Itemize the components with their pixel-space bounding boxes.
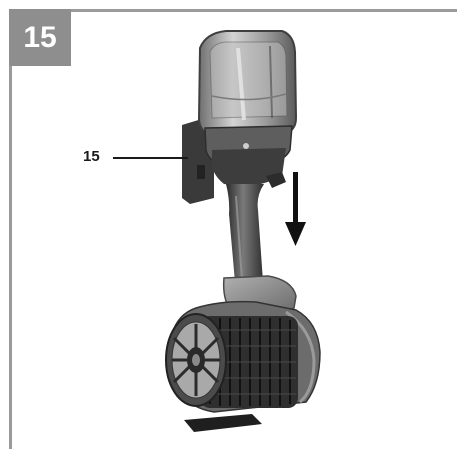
handle-tube — [226, 184, 264, 282]
callout-leader-line — [113, 157, 188, 159]
roller-end-cap — [165, 313, 227, 407]
base-squeegee — [184, 414, 262, 432]
step-number: 15 — [23, 20, 57, 54]
frame-top-border — [9, 9, 457, 12]
step-number-box: 15 — [9, 9, 71, 66]
down-arrow-icon — [285, 172, 306, 246]
frame-left-border — [9, 9, 12, 449]
callout-label: 15 — [83, 148, 100, 165]
water-tank — [197, 30, 298, 138]
release-lever — [266, 172, 286, 188]
